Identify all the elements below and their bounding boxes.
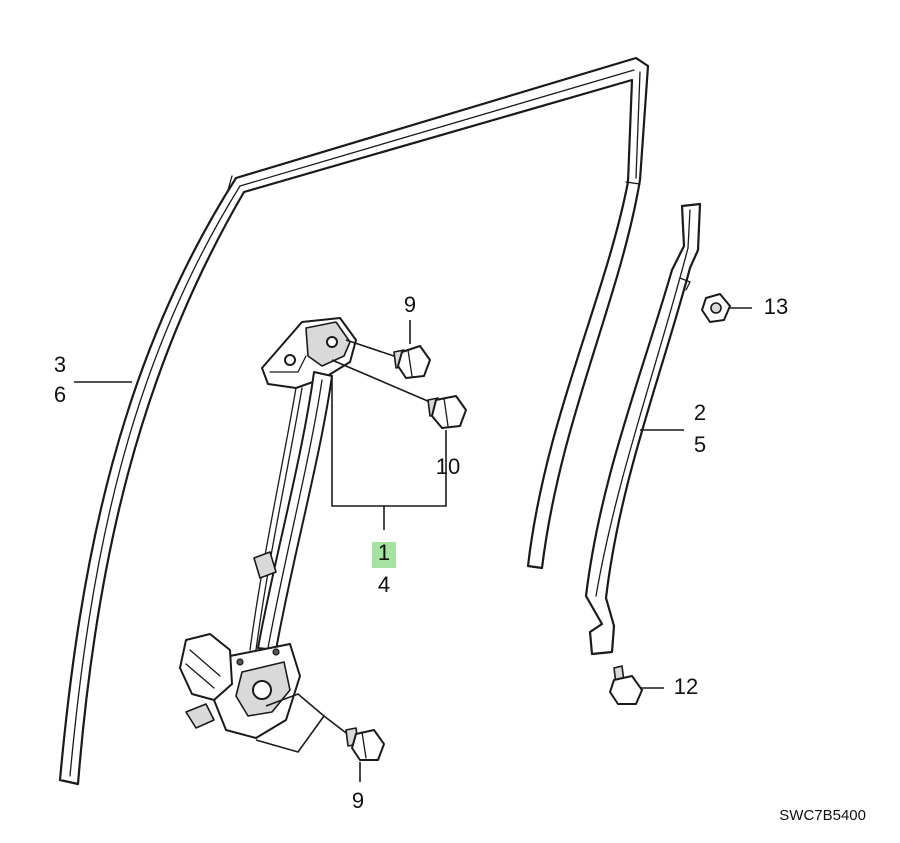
diagram-code: SWC7B5400: [779, 807, 866, 824]
bolt-10: [331, 359, 467, 429]
callout-9-upper: 9: [404, 292, 416, 317]
callout-10: 10: [436, 454, 460, 479]
callout-4: 4: [378, 572, 390, 597]
callout-1: 1: [378, 540, 390, 565]
callout-5: 5: [694, 432, 706, 457]
callout-13: 13: [764, 294, 788, 319]
bolt-12: [609, 665, 664, 705]
glass-run-channel: [58, 56, 650, 786]
bolt-9-upper: [345, 320, 431, 379]
callout-6: 6: [54, 382, 66, 407]
callout-9-lower: 9: [352, 788, 364, 813]
rear-sash-channel: [584, 202, 702, 656]
callout-3: 3: [54, 352, 66, 377]
bolt-9-lower: [255, 693, 385, 782]
nut-13: [701, 293, 752, 323]
callout-1-highlight: [372, 542, 396, 568]
window-regulator: [179, 317, 447, 739]
callout-2: 2: [694, 400, 706, 425]
callout-12: 12: [674, 674, 698, 699]
